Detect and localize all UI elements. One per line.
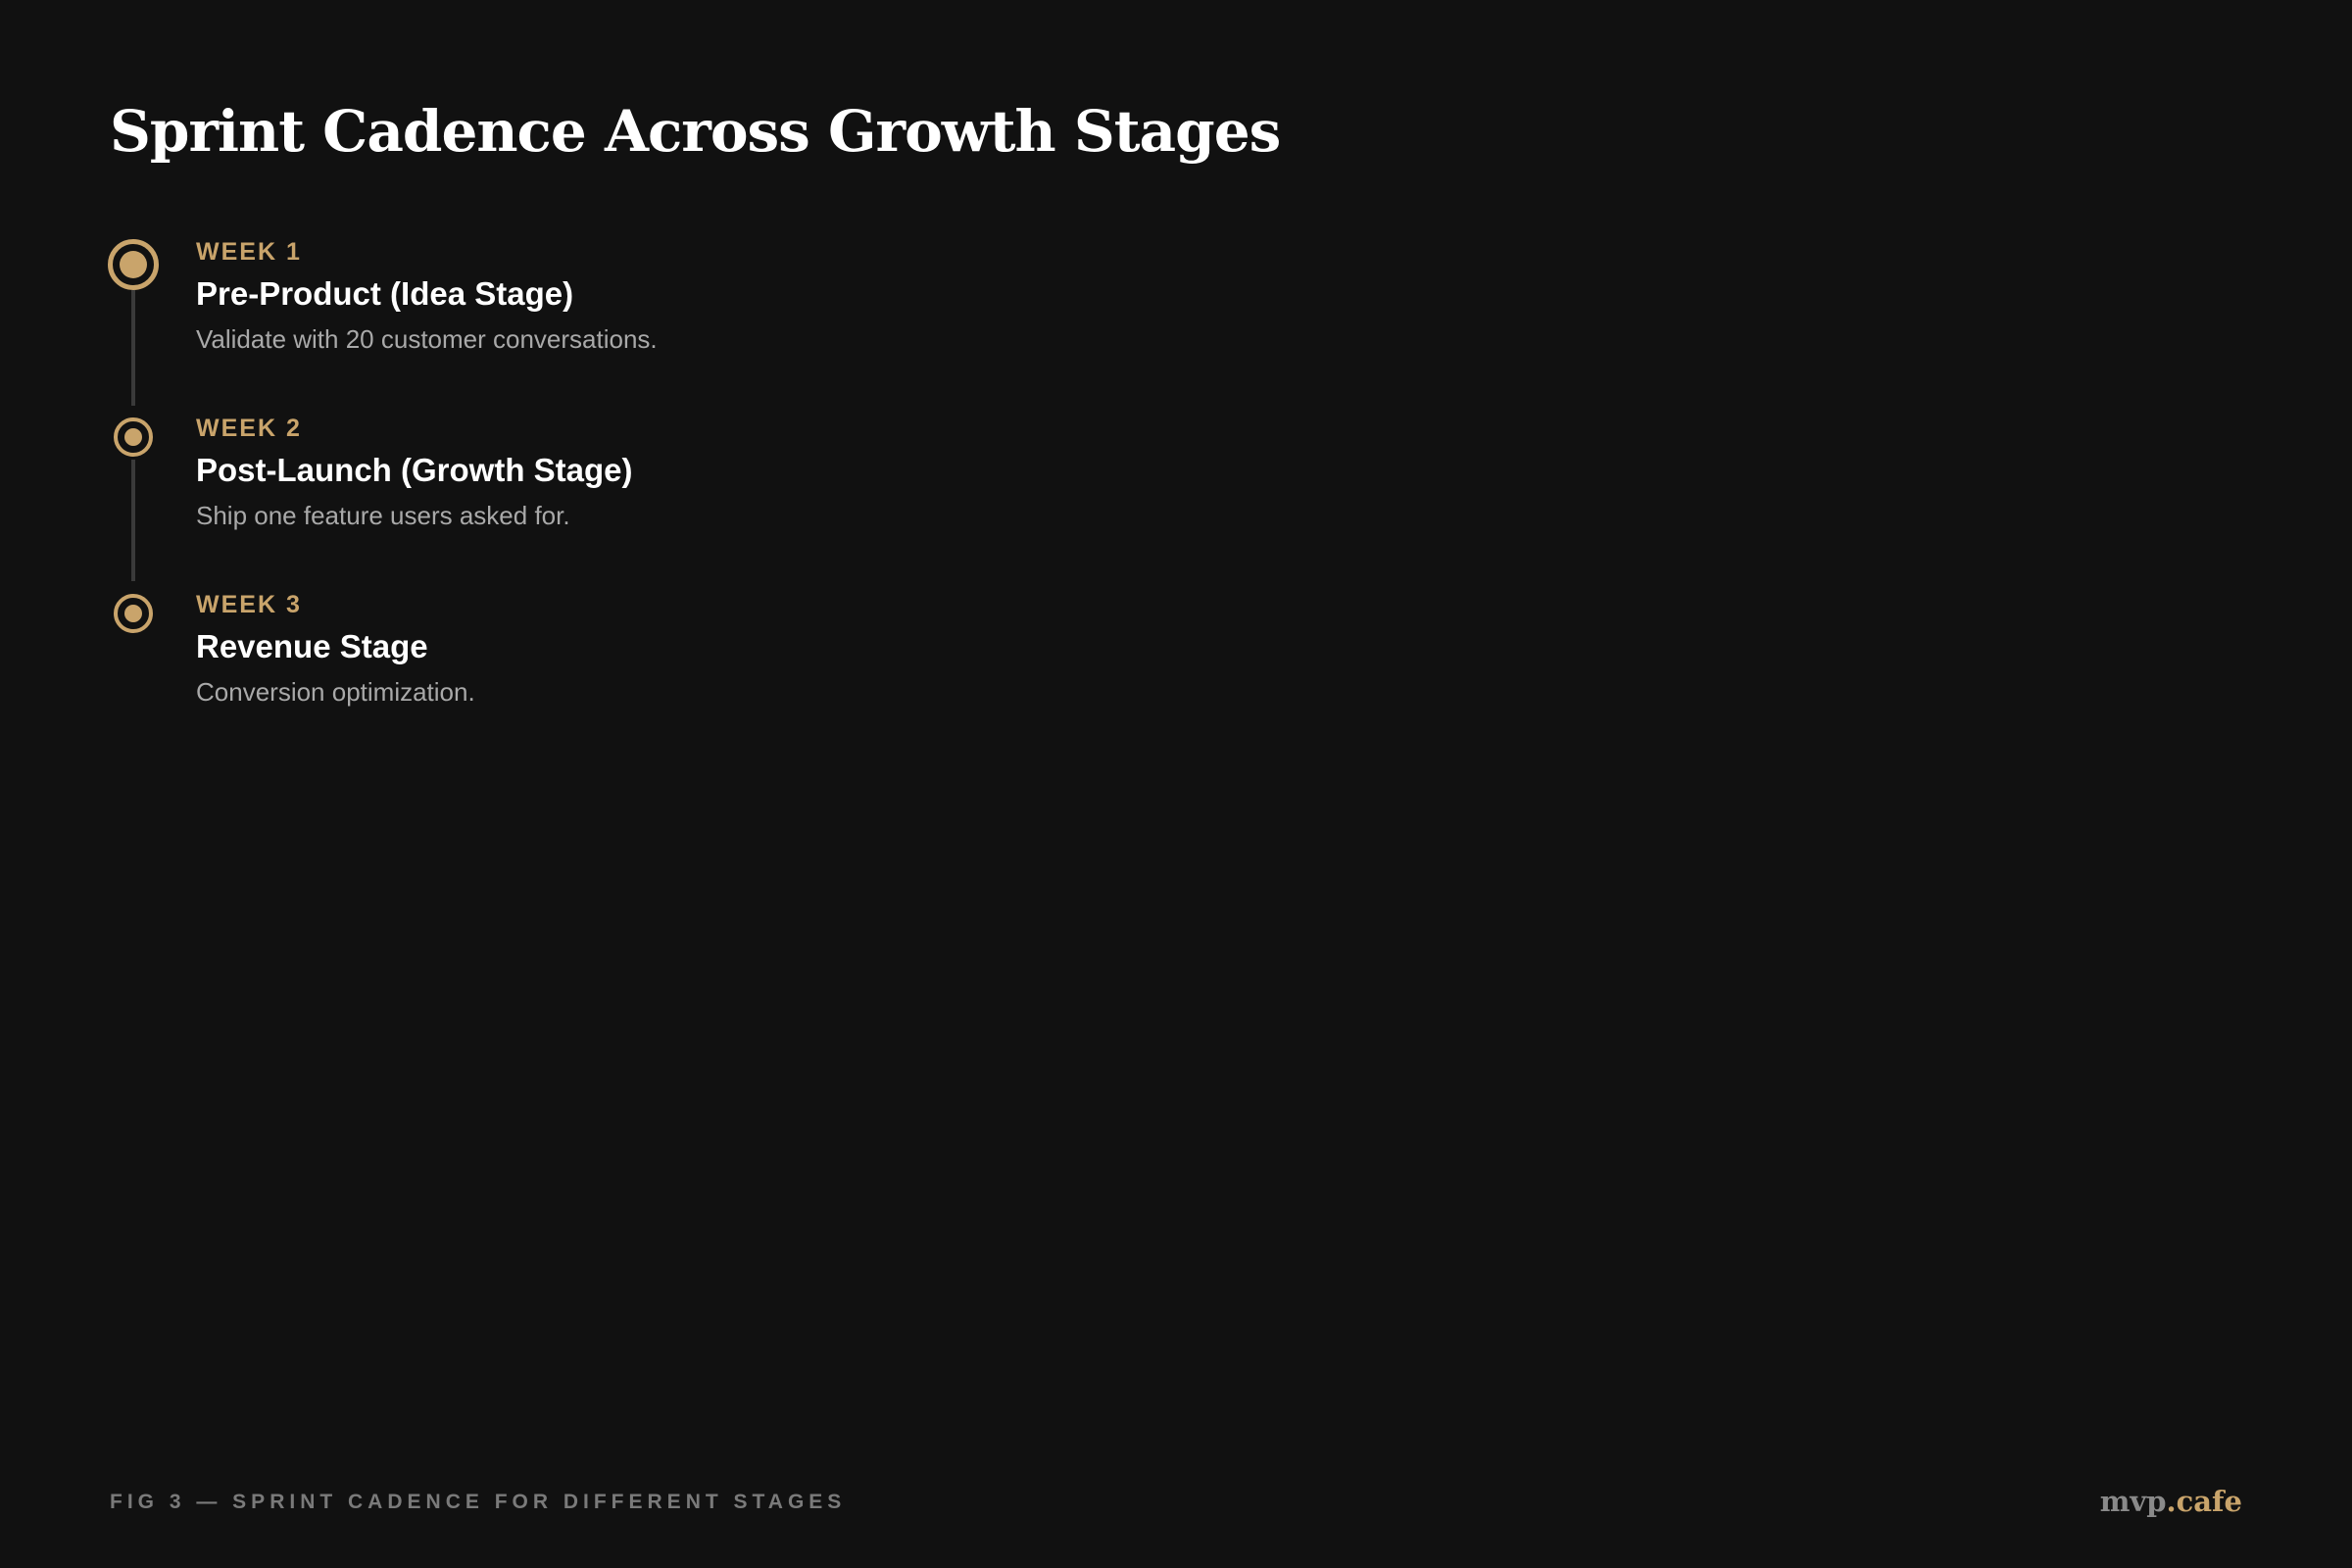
node-icon bbox=[114, 594, 153, 633]
stage-timeline: WEEK 1 Pre-Product (Idea Stage) Validate… bbox=[108, 238, 658, 707]
week-label: WEEK 2 bbox=[196, 415, 302, 442]
stage-title: Revenue Stage bbox=[196, 628, 428, 664]
figure-caption: FIG 3 — SPRINT CADENCE FOR DIFFERENT STA… bbox=[110, 1491, 847, 1513]
timeline-connector bbox=[131, 460, 135, 581]
stage-title: Post-Launch (Growth Stage) bbox=[196, 452, 633, 488]
node-icon bbox=[114, 417, 153, 457]
brand-logo: mvp.cafe bbox=[2100, 1482, 2242, 1521]
node-center-dot bbox=[124, 428, 142, 446]
brand-tld: .cafe bbox=[2166, 1485, 2242, 1518]
stage-description: Conversion optimization. bbox=[196, 677, 475, 707]
week-label: WEEK 3 bbox=[196, 591, 302, 618]
page-title: Sprint Cadence Across Growth Stages bbox=[110, 98, 1281, 165]
node-center-dot bbox=[124, 605, 142, 622]
stage-description: Ship one feature users asked for. bbox=[196, 501, 570, 530]
stage-description: Validate with 20 customer conversations. bbox=[196, 324, 658, 354]
timeline-connector bbox=[131, 290, 135, 406]
brand-name: mvp bbox=[2099, 1485, 2167, 1518]
node-center-dot bbox=[120, 251, 147, 278]
stage-title: Pre-Product (Idea Stage) bbox=[196, 275, 574, 312]
week-label: WEEK 1 bbox=[196, 238, 302, 266]
